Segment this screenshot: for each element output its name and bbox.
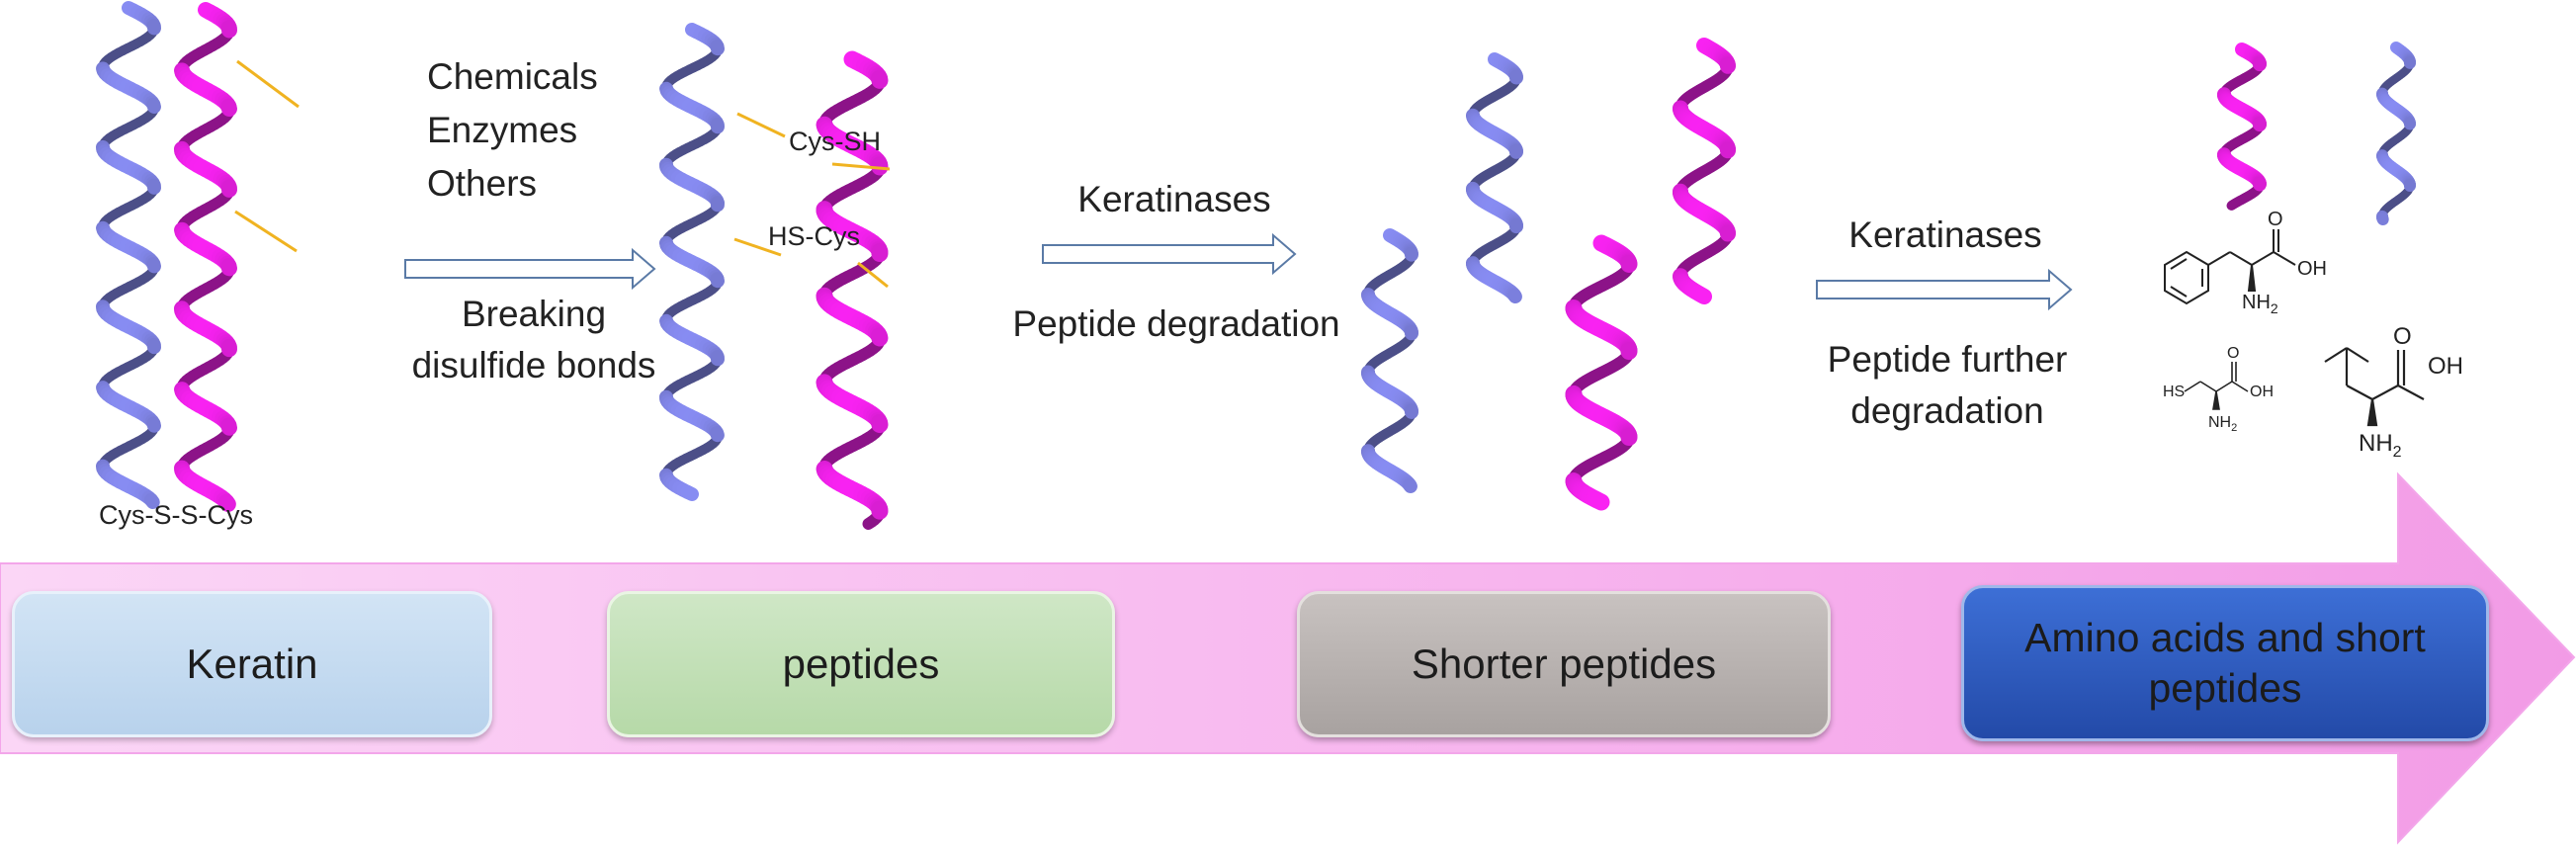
helix-ribbon-segment (1590, 492, 1610, 511)
step1-action-line2: disulfide bonds (412, 345, 656, 385)
step1-action-line1: Breaking (462, 294, 606, 334)
phe-hydroxyl: OH (2297, 258, 2327, 280)
step3-enzyme-label: Keratinases (1848, 214, 2041, 255)
leu-carbonyl-o: O (2393, 323, 2412, 350)
helix-ribbon-segment (2226, 200, 2238, 211)
phe-carbonyl-o: O (2268, 209, 2283, 230)
step2-arrow-icon (1042, 232, 1297, 276)
step2-action-label: Peptide degradation (1012, 303, 1339, 344)
helix-group (96, 1, 2416, 530)
stage-shorter-peptides-box: Shorter peptides (1297, 591, 1831, 737)
cys-thiol: HS (2163, 384, 2185, 400)
thiol-label-1: Cys-SH (789, 127, 881, 156)
step3-action-line1: Peptide further (1828, 339, 2068, 380)
stage-shorter-peptides-label: Shorter peptides (1411, 640, 1717, 687)
helix-ribbon-segment (710, 40, 725, 56)
helix-ribbon-segment (146, 97, 161, 114)
helix-ribbon-segment (143, 492, 160, 509)
thiol-label-2: HS-Cys (768, 221, 860, 251)
leucine-structure-icon (2324, 347, 2425, 427)
helix-ribbon-segment (220, 417, 237, 436)
helix-ribbon-segment (146, 257, 161, 274)
leu-hydroxyl: OH (2428, 353, 2463, 380)
bond-lines (234, 59, 891, 289)
step3-action-line2: degradation (1850, 390, 2043, 431)
disulfide-bond-line (236, 59, 300, 109)
thiol-bond-line (736, 112, 786, 138)
stage-peptides-box: peptides (607, 591, 1115, 737)
helix-ribbon-segment (220, 258, 237, 277)
disulfide-bond-line (234, 210, 298, 253)
step3-arrow-icon (1816, 268, 2073, 311)
main-process-arrow (0, 471, 2576, 845)
agent-others: Others (427, 163, 537, 204)
helix-ribbon-segment (146, 416, 161, 433)
stage-keratin-label: Keratin (186, 640, 318, 687)
helix-ribbon-segment (220, 98, 237, 117)
helix-ribbon-segment (710, 272, 725, 289)
helix-ribbon-segment (1403, 477, 1417, 493)
helix-ribbon-segment (1507, 288, 1522, 303)
cys-hydroxyl: OH (2250, 384, 2274, 400)
phe-amine: NH2 (2242, 292, 2278, 316)
stage-keratin-box: Keratin (12, 591, 492, 737)
thiol-bond-line (857, 261, 889, 289)
thiol-bond-line (831, 162, 891, 171)
step1-arrow-icon (404, 247, 656, 291)
stage-peptides-label: peptides (782, 640, 940, 687)
helix-ribbon-segment (1693, 287, 1712, 304)
helix-ribbon-segment (680, 484, 699, 501)
agent-chemicals: Chemicals (427, 56, 598, 97)
stage-amino-acids-box: Amino acids and short peptides (1961, 585, 2489, 741)
leu-amine: NH2 (2359, 430, 2402, 461)
helix-ribbon-segment (870, 327, 889, 347)
helix-ribbon-segment (710, 426, 725, 443)
step-arrows (404, 232, 2073, 311)
thiol-bond-line (733, 237, 782, 257)
phenylalanine-structure-icon (2164, 229, 2296, 305)
stage-amino-acids-line2: peptides (2148, 665, 2302, 711)
stage-amino-acids-line1: Amino acids and short (2024, 614, 2426, 660)
helix-ribbon-segment (218, 493, 236, 512)
agent-enzymes: Enzymes (427, 110, 577, 150)
step2-enzyme-label: Keratinases (1077, 179, 1270, 219)
helix-ribbon-segment (862, 515, 878, 530)
cysteine-structure-icon (2184, 362, 2249, 410)
cys-carbonyl-o: O (2227, 345, 2239, 362)
cys-amine: NH2 (2208, 414, 2237, 434)
disulfide-label: Cys-S-S-Cys (99, 500, 253, 530)
